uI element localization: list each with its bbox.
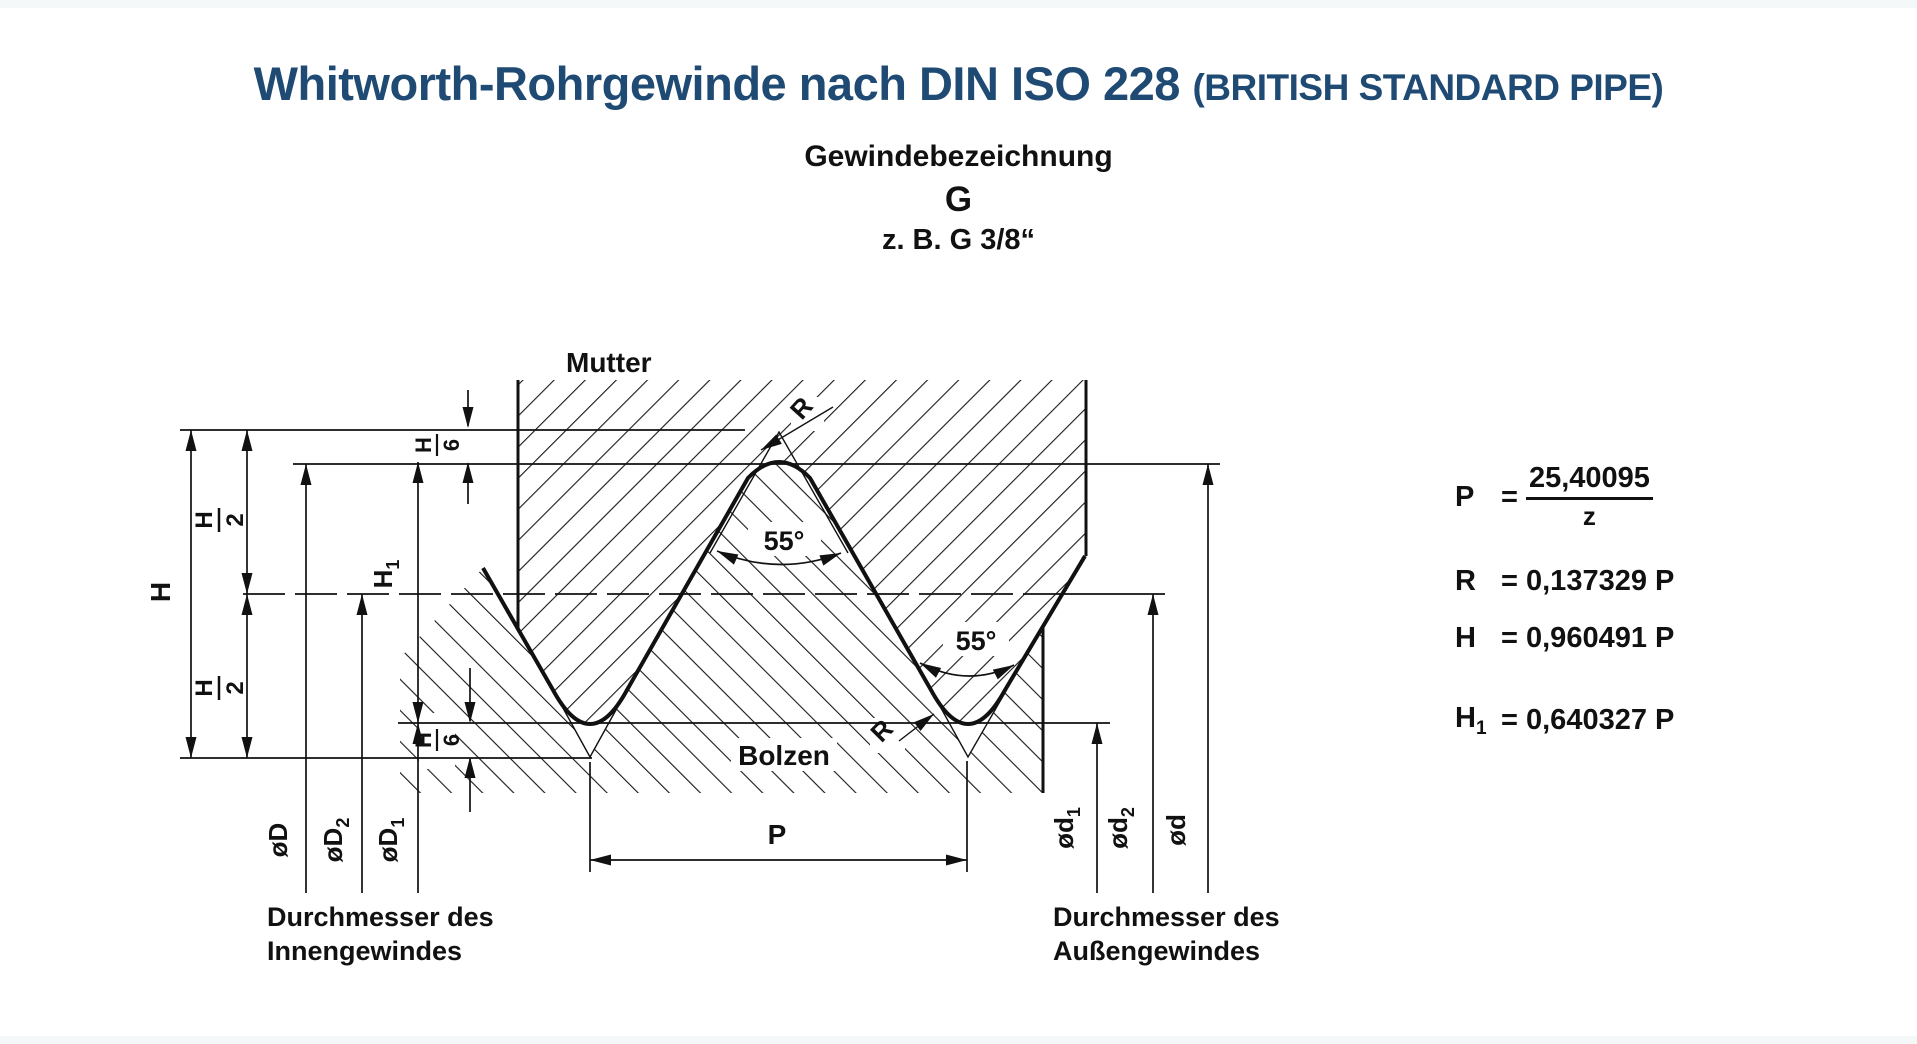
svg-text:H: H [411,732,436,748]
formula-R: R = 0,137329 P [1455,565,1675,597]
dia-D1-label: øD1 [373,818,408,863]
dim-H6-label-bottom: H 6 [411,729,464,751]
profile-line [481,460,1087,726]
formula-H1: H1 = 0,640327 P [1455,702,1675,739]
root-angle-label: 55° [956,626,997,656]
crest-sharp-v [709,430,849,554]
svg-text:6: 6 [439,734,464,746]
svg-text:2: 2 [222,513,249,526]
caption-internal: Durchmesser des Innengewindes [267,900,494,968]
bottom-edge-strip [0,1036,1917,1044]
formula-H: H = 0,960491 P [1455,622,1675,654]
subtitle-symbol: G [944,180,973,219]
formula-P: P = 25,40095 z [1455,462,1653,532]
caption-external-line1: Durchmesser des [1053,902,1280,932]
crest-angle-label: 55° [764,526,805,556]
page-title: Whitworth-Rohrgewinde nach DIN ISO 228 (… [0,56,1917,111]
dim-H6-label-top: H 6 [411,434,464,456]
dim-H1-label: H1 [368,560,403,589]
dim-H2-label-upper: H 2 [191,508,249,532]
dia-D-label: øD [263,823,293,858]
svg-text:6: 6 [439,439,464,451]
subtitle-example: z. B. G 3/8“ [881,224,1036,256]
svg-text:H: H [191,679,218,696]
svg-text:2: 2 [222,681,249,694]
svg-text:H: H [191,511,218,528]
caption-internal-line2: Innengewindes [267,936,463,966]
top-edge-strip [0,0,1917,8]
label-halos [419,397,1009,771]
bolt-hatch-area [400,462,1043,793]
dia-d2-label: ød2 [1103,807,1138,849]
formula-P-fraction: 25,40095 z [1525,462,1653,532]
caption-external: Durchmesser des Außengewindes [1053,900,1280,968]
title-paren: (BRITISH STANDARD PIPE) [1192,67,1664,108]
nut-label: Mutter [566,347,652,378]
dim-P-label: P [768,819,787,850]
title-main: Whitworth-Rohrgewinde nach DIN ISO 228 [253,57,1181,110]
caption-internal-line1: Durchmesser des [267,902,494,932]
dia-d1-label: ød1 [1049,807,1084,849]
dim-H2-label-lower: H 2 [191,676,249,700]
reference-lines [180,429,1220,759]
thread-profile [481,380,1088,793]
svg-text:H: H [411,437,436,453]
left-root-sharp-v [552,689,628,759]
dim-H-label: H [145,582,176,602]
dia-D2-label: øD2 [318,818,353,863]
subtitle-label: Gewindebezeichnung [804,140,1113,173]
dia-d-label: ød [1161,814,1191,846]
bolt-label: Bolzen [738,740,830,771]
caption-external-line2: Außengewindes [1053,936,1261,966]
